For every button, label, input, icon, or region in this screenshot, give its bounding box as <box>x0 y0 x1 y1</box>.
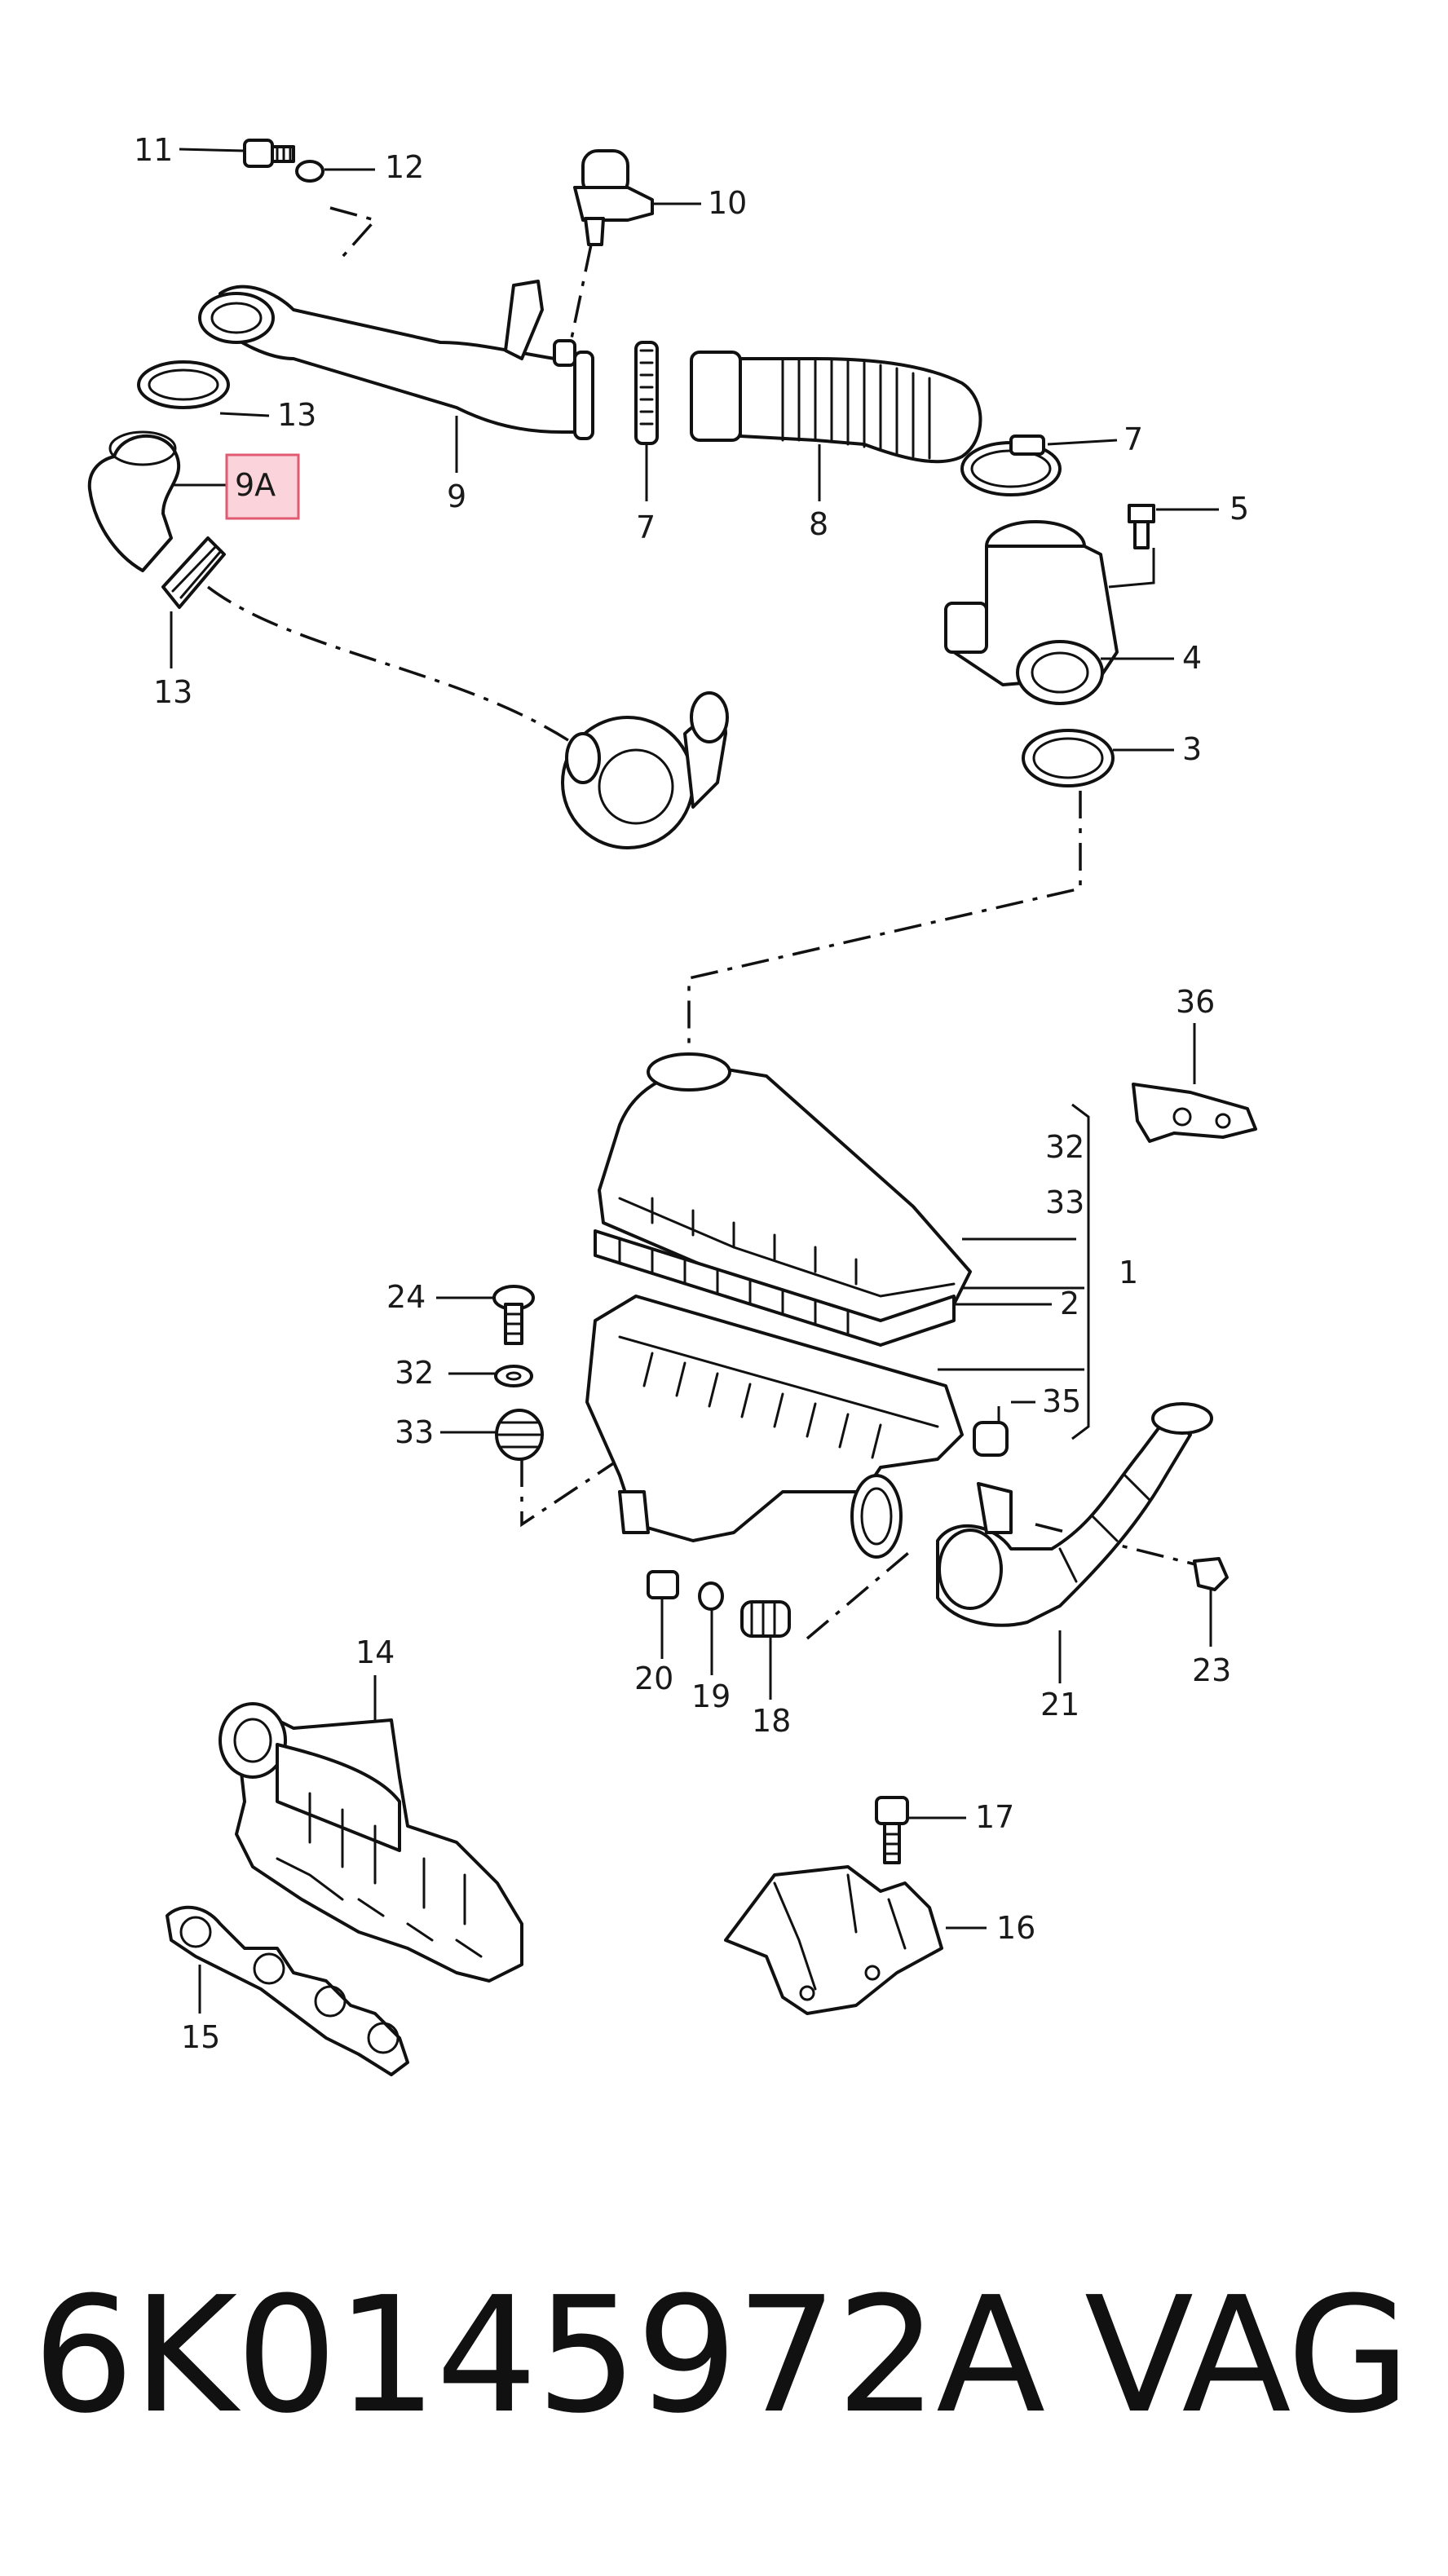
sensor-10 <box>573 149 654 246</box>
assembly-line-10 <box>569 244 593 343</box>
callout-17: 17 <box>975 1799 1014 1835</box>
assembly-line-12-9 <box>329 206 378 258</box>
leader-35 <box>997 1400 1035 1423</box>
footer: 6K0145972A VAG <box>0 2263 1448 2449</box>
gasket-15 <box>166 1905 409 2076</box>
callout-21: 21 <box>1040 1687 1079 1722</box>
pipe-9 <box>198 280 594 440</box>
turbocharger <box>561 691 729 849</box>
callout-33-right: 33 <box>1045 1184 1084 1220</box>
callout-2: 2 <box>1060 1286 1079 1321</box>
grommet-35 <box>973 1421 1009 1457</box>
bolt-24 <box>492 1285 535 1345</box>
callout-15: 15 <box>181 2019 220 2055</box>
callout-9a: 9A <box>235 467 276 503</box>
callout-24: 24 <box>386 1279 426 1315</box>
clamp-13-upper <box>137 360 230 409</box>
callout-32-right: 32 <box>1045 1129 1084 1165</box>
bracket-1 <box>1071 1103 1090 1440</box>
callout-4: 4 <box>1182 640 1202 676</box>
callout-7-left: 7 <box>636 509 656 545</box>
assembly-line-hose-turbo <box>206 585 572 743</box>
intake-manifold-14 <box>219 1702 523 1983</box>
washer-12 <box>295 160 324 183</box>
callout-23: 23 <box>1192 1652 1231 1688</box>
callout-1: 1 <box>1119 1255 1138 1290</box>
callout-9: 9 <box>447 479 466 514</box>
callout-14: 14 <box>355 1634 395 1670</box>
callout-8: 8 <box>809 506 828 542</box>
heat-shield-16 <box>724 1865 943 2015</box>
callout-10: 10 <box>708 185 747 221</box>
nut-20 <box>647 1570 679 1599</box>
spacer-19 <box>698 1581 724 1611</box>
leader-11 <box>179 148 245 152</box>
clamp-7-right <box>960 434 1062 496</box>
callout-11: 11 <box>134 132 173 168</box>
callout-12: 12 <box>385 149 424 185</box>
callout-32-left: 32 <box>395 1355 434 1391</box>
callout-13-upper: 13 <box>277 397 316 433</box>
assembly-line-3-airbox <box>687 791 1082 1052</box>
callout-33-left: 33 <box>395 1414 434 1450</box>
bolt-11 <box>243 139 295 168</box>
air-mass-meter-4 <box>944 520 1119 705</box>
callout-3: 3 <box>1182 731 1202 767</box>
bracket-36 <box>1132 1083 1257 1143</box>
bolt-17 <box>875 1796 909 1864</box>
callout-20: 20 <box>634 1661 673 1696</box>
leader-5-down <box>1108 548 1155 589</box>
callout-18: 18 <box>752 1703 791 1739</box>
assembly-line-18-airbox <box>806 1547 915 1640</box>
callout-19: 19 <box>691 1678 731 1714</box>
highlight-box-9a <box>225 453 300 520</box>
callout-16: 16 <box>996 1910 1035 1946</box>
clamp-13-lower <box>161 536 226 609</box>
callout-35: 35 <box>1042 1383 1081 1419</box>
hose-9a <box>87 430 181 572</box>
air-filter-housing-1 <box>585 1052 972 1559</box>
callout-13-lower: 13 <box>153 674 192 710</box>
seal-3 <box>1022 729 1115 787</box>
intake-hose-21 <box>936 1402 1213 1627</box>
grommet-18 <box>740 1600 791 1638</box>
brand-name: VAG <box>1084 2263 1410 2449</box>
callout-7-right: 7 <box>1124 421 1143 457</box>
callout-5: 5 <box>1229 491 1249 527</box>
grommet-33 <box>495 1409 544 1461</box>
part-number: 6K0145972A <box>33 2263 1045 2449</box>
leader-13a <box>219 412 270 417</box>
clamp-7-left <box>634 341 659 445</box>
hose-8 <box>690 351 982 464</box>
leader-7b <box>1047 439 1118 446</box>
assembly-line-33-airbox <box>520 1449 633 1528</box>
washer-32 <box>494 1365 533 1387</box>
bolt-5 <box>1128 504 1155 549</box>
callout-36: 36 <box>1176 984 1215 1020</box>
clip-23 <box>1193 1557 1229 1591</box>
